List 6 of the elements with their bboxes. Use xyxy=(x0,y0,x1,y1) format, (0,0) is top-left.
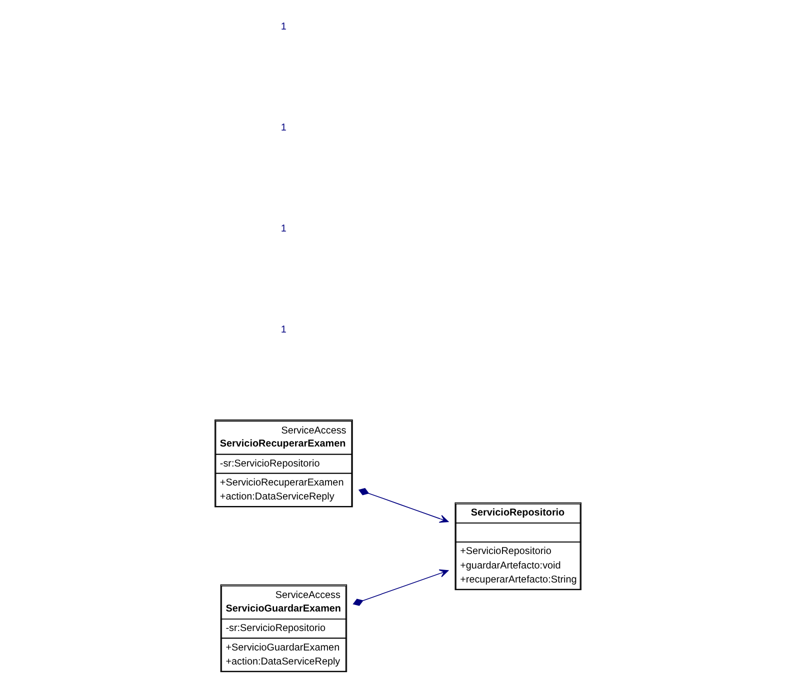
arrow xyxy=(358,488,449,523)
label: 1 xyxy=(280,324,286,336)
label: 1 xyxy=(280,122,286,134)
label: 1 xyxy=(280,21,286,32)
label: 1 xyxy=(280,224,286,235)
arrow xyxy=(352,569,449,606)
